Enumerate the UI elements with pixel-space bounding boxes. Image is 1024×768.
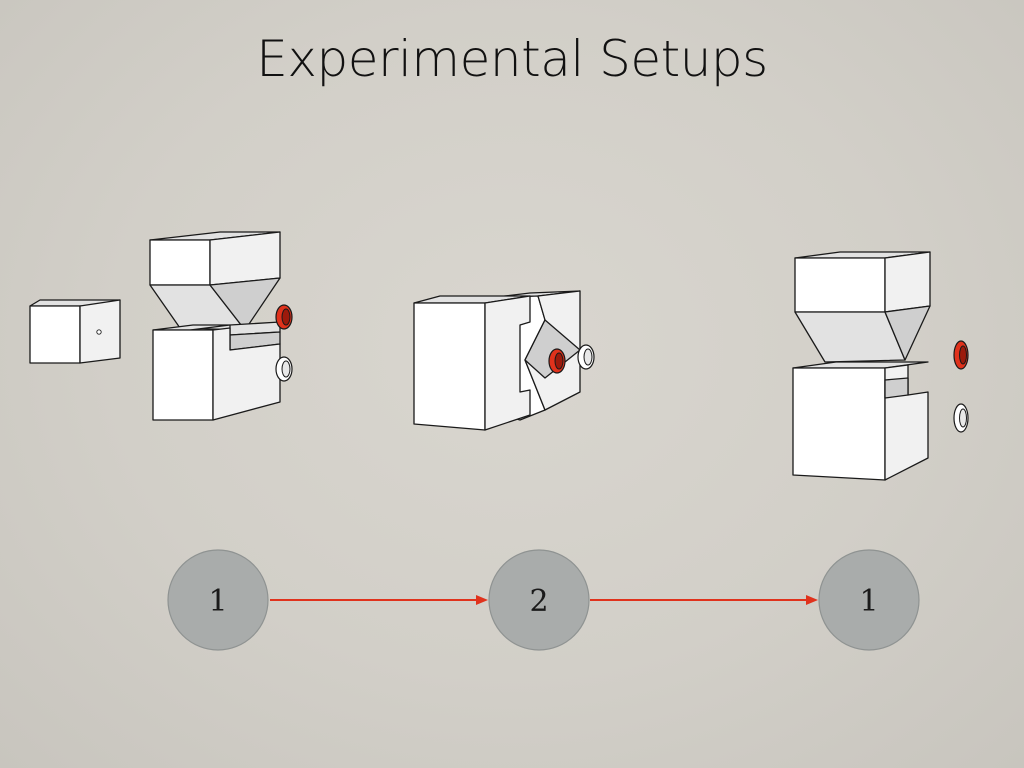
flow-node-1: 1 xyxy=(167,549,269,651)
flow-node-2-label: 2 xyxy=(529,584,548,619)
slide-title: Experimental Setups xyxy=(256,30,768,88)
flow-node-2: 2 xyxy=(488,549,590,651)
setup-a-red-ring xyxy=(275,304,293,330)
setup-b xyxy=(413,290,595,431)
setup-c-lower-block xyxy=(792,361,929,481)
setup-c xyxy=(792,251,969,481)
setup-a-white-ring xyxy=(275,356,293,382)
flow-node-3: 1 xyxy=(818,549,920,651)
setup-c-white-ring xyxy=(953,403,969,433)
setup-a xyxy=(29,231,293,421)
flow-arrow-2 xyxy=(590,595,818,605)
setup-b-left-block xyxy=(413,295,531,431)
setup-a-small-cube xyxy=(29,299,121,364)
setup-c-upper-block xyxy=(794,251,931,363)
setup-c-red-ring xyxy=(953,340,969,370)
flow-arrow-1 xyxy=(270,595,488,605)
flow-diagram: 1 2 1 xyxy=(167,549,920,651)
flow-node-3-label: 1 xyxy=(859,584,878,619)
flow-node-1-label: 1 xyxy=(208,584,227,619)
setup-b-red-ring xyxy=(548,348,566,374)
setup-b-white-ring xyxy=(577,344,595,370)
setup-a-upper-block xyxy=(149,231,281,331)
setup-a-lower-block xyxy=(152,321,281,421)
